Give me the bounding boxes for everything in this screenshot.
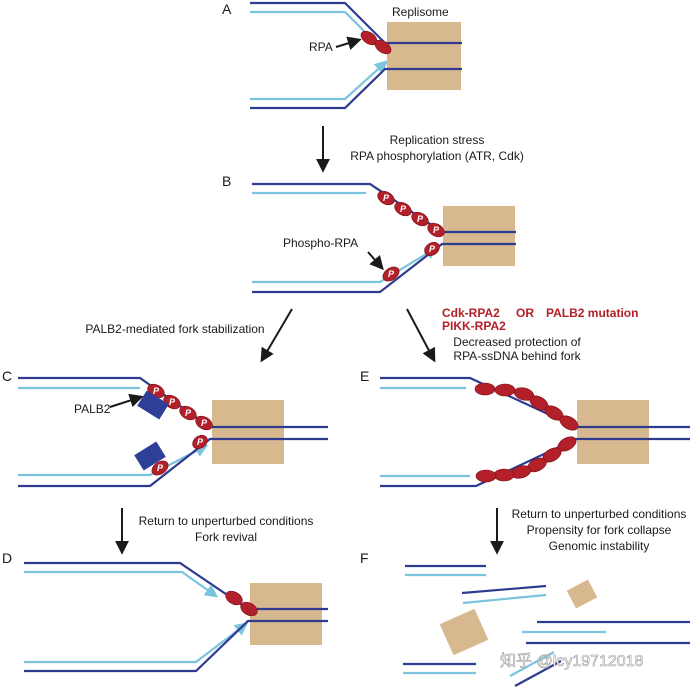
stress-label: Replication stress <box>390 133 485 147</box>
rpa-molecule <box>493 468 515 482</box>
palb2-protein <box>137 390 169 420</box>
phospho-rpa-label: Phospho-RPA <box>283 236 358 250</box>
panel-d: D <box>2 550 328 673</box>
phospho-mark: P <box>429 244 436 254</box>
panel-b: B P P P P P P Phospho-RPA <box>222 173 516 294</box>
dna-fragment <box>514 660 562 687</box>
rpa-molecule <box>374 39 392 55</box>
nascent-strand-bottom <box>24 622 249 664</box>
phospho-mark: P <box>185 408 192 418</box>
phospho-mark: P <box>201 418 208 428</box>
phospho-rpa-chain: P P P P P P <box>147 383 213 476</box>
phospho-rpa-molecule <box>427 222 445 238</box>
nascent-strand-top <box>24 570 219 598</box>
fork-revival-label: Fork revival <box>195 530 257 544</box>
palb2-protein <box>134 441 166 471</box>
arrow-b-to-c <box>260 308 293 363</box>
phospho-rpa-molecule <box>195 415 213 431</box>
panel-f: F <box>360 550 690 687</box>
rpa-molecule <box>475 469 497 483</box>
rpa-molecule <box>225 590 243 606</box>
rpa-ssdna-label: RPA-ssDNA behind fork <box>453 349 581 363</box>
phosphorylation-label: RPA phosphorylation (ATR, Cdk) <box>350 149 524 163</box>
parental-strand-bottom <box>18 437 328 488</box>
panel-c-label: C <box>2 368 12 384</box>
unperturbed-label: Return to unperturbed conditions <box>512 507 687 521</box>
rpa-molecule <box>474 382 496 396</box>
replisome-e <box>577 400 649 464</box>
phospho-mark: P <box>388 269 395 279</box>
or-label: OR <box>516 306 534 320</box>
palb2-pointer <box>109 393 144 408</box>
parental-strand-bottom <box>380 437 690 488</box>
dna-fragment <box>462 593 547 605</box>
replisome-a <box>387 22 461 90</box>
phospho-mark: P <box>169 397 176 407</box>
decreased-protection-label: Decreased protection of <box>453 335 581 349</box>
rpa-chain <box>474 382 579 483</box>
phospho-rpa-molecule <box>377 190 395 206</box>
nascent-strand-bottom <box>18 444 209 477</box>
phospho-mark: P <box>433 225 440 235</box>
rpa-pointer <box>335 36 362 50</box>
arrow-b-to-e <box>406 308 436 363</box>
parental-strand-bottom <box>252 242 516 294</box>
dna-fragment <box>509 651 555 677</box>
phospho-rpa-molecule <box>179 405 197 421</box>
replisome-label: Replisome <box>392 5 449 19</box>
phospho-mark: P <box>153 386 160 396</box>
phospho-mark: P <box>417 214 424 224</box>
genomic-instability-label: Genomic instability <box>549 539 650 553</box>
rpa-molecule <box>494 383 516 397</box>
replisome-b <box>443 206 515 266</box>
phospho-rpa-pointer <box>367 251 384 271</box>
rpa-molecule <box>559 415 579 431</box>
replisome-d <box>250 583 322 645</box>
panel-c: C P P P P P P PALB2 <box>2 368 328 488</box>
palb2-mutation-label: PALB2 mutation <box>546 306 638 320</box>
phospho-mark: P <box>157 463 164 473</box>
rpa-label: RPA <box>309 40 333 54</box>
panel-d-label: D <box>2 550 12 566</box>
phospho-rpa-molecule <box>394 201 412 217</box>
parental-strand-bottom <box>24 619 328 673</box>
rpa-molecule <box>240 601 258 617</box>
phospho-mark: P <box>383 193 390 203</box>
phospho-rpa-molecule <box>382 266 400 282</box>
phospho-mark: P <box>197 437 204 447</box>
replisome-fragment <box>439 608 489 656</box>
cdk-rpa2-label: Cdk-RPA2 <box>442 306 500 320</box>
panel-e-label: E <box>360 368 369 384</box>
panel-f-label: F <box>360 550 369 566</box>
parental-strand-bottom <box>250 67 462 110</box>
parental-strand-top <box>380 376 690 429</box>
palb2-label: PALB2 <box>74 402 111 416</box>
pikk-rpa2-label: PIKK-RPA2 <box>442 319 506 333</box>
phospho-rpa-molecule <box>192 434 208 450</box>
nascent-strand-bottom <box>250 60 388 101</box>
panel-a-label: A <box>222 1 232 17</box>
phospho-rpa-molecule <box>151 460 169 476</box>
parental-strand-top <box>250 1 462 45</box>
panel-e: E <box>360 368 690 488</box>
replisome-fragment <box>566 579 598 609</box>
revival-label: Return to unperturbed conditions <box>139 514 314 528</box>
phospho-rpa-molecule <box>411 211 429 227</box>
fork-collapse-label: Propensity for fork collapse <box>527 523 672 537</box>
panel-b-label: B <box>222 173 231 189</box>
stabilization-label: PALB2-mediated fork stabilization <box>85 322 264 336</box>
phospho-mark: P <box>400 204 407 214</box>
nascent-strand-bottom <box>252 246 439 284</box>
phospho-rpa-molecule <box>424 241 440 257</box>
watermark: 知乎 @lcy19712018 <box>500 652 644 670</box>
phospho-rpa-chain: P P P P P P <box>377 190 445 282</box>
panel-a: A RPA Replisome <box>222 1 462 110</box>
dna-fragment <box>461 584 547 595</box>
replisome-c <box>212 400 284 464</box>
